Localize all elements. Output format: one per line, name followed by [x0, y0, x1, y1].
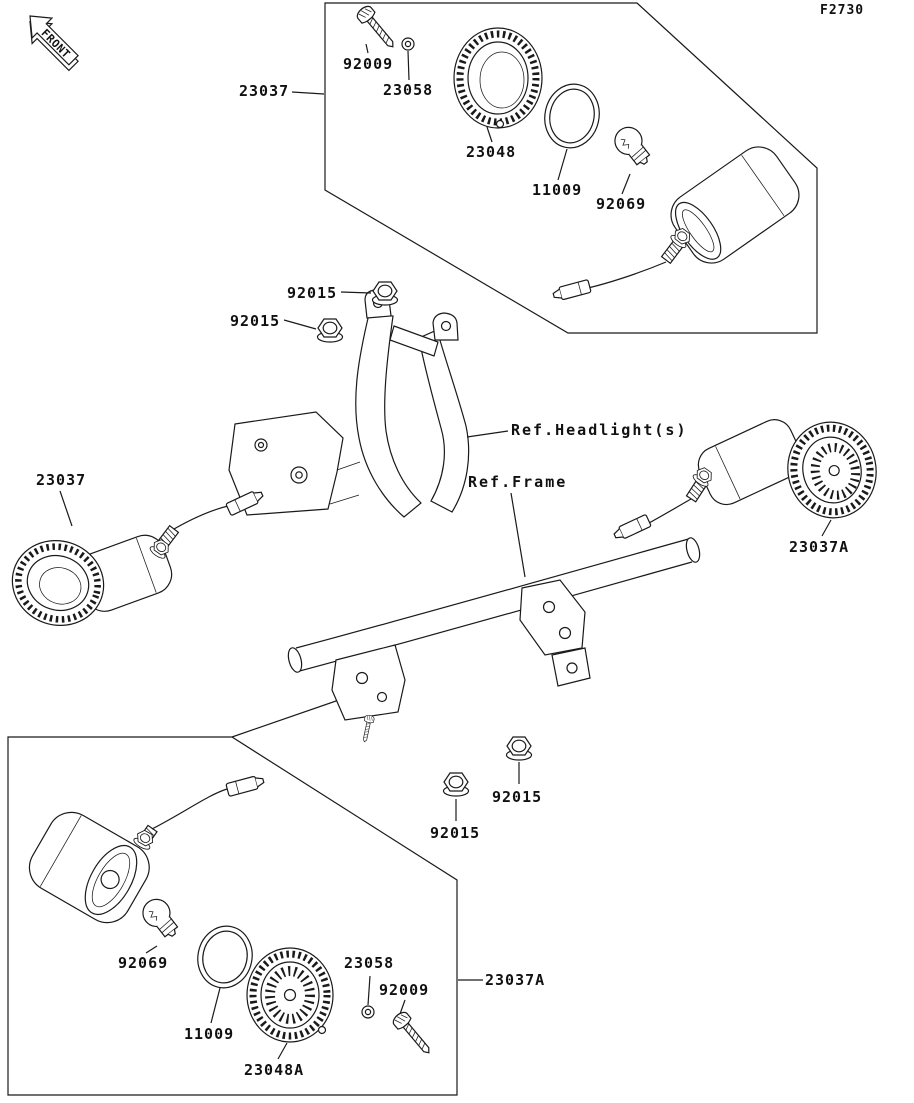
ref-label-frame: Ref.Frame — [468, 473, 568, 491]
part-label-23037a-right: 23037A — [789, 538, 850, 556]
part-label-92069-bottom: 92069 — [118, 954, 169, 972]
leader-right-signal — [821, 519, 832, 537]
leader-bottom-lens — [277, 1042, 288, 1060]
nut-92015-lower — [316, 318, 344, 343]
washer-23058-bottom — [361, 1005, 375, 1019]
leader-ref-headlight — [466, 430, 509, 438]
connector-right — [611, 513, 652, 543]
leader-bottom-bulb — [145, 945, 158, 954]
leader-top-bulb — [621, 173, 631, 195]
signal-body-bottom — [28, 773, 266, 924]
ref-label-headlight: Ref.Headlight(s) — [511, 421, 688, 439]
lens-23048 — [453, 27, 543, 129]
part-label-23048a: 23048A — [244, 1061, 305, 1079]
washer-23058-top — [401, 37, 415, 51]
part-label-23048: 23048 — [466, 143, 517, 161]
wire-top — [587, 261, 667, 289]
part-label-23037-left: 23037 — [36, 471, 87, 489]
leader-left-signal — [59, 490, 73, 527]
left-turn-signal — [11, 487, 266, 626]
part-label-92015-frame-lower: 92015 — [430, 824, 481, 842]
part-label-11009-bottom: 11009 — [184, 1025, 235, 1043]
nut-92015-upper — [371, 281, 399, 306]
frame — [287, 537, 701, 744]
part-label-23058-top: 23058 — [383, 81, 434, 99]
bulb-92069-bottom — [136, 893, 185, 944]
part-label-11009-top: 11009 — [532, 181, 583, 199]
part-label-92015-frame-upper: 92015 — [492, 788, 543, 806]
part-label-92015-lower: 92015 — [230, 312, 281, 330]
part-label-23037-top: 23037 — [239, 82, 290, 100]
part-label-92009-top: 92009 — [343, 55, 394, 73]
nut-92015-frame-lower — [442, 772, 470, 797]
bulb-92069-top — [608, 121, 657, 172]
leader-top-washer — [407, 50, 410, 81]
leader-top-screw — [365, 43, 369, 54]
figure-code: F2730 — [820, 3, 865, 18]
leader-top-box — [291, 91, 325, 95]
right-turn-signal — [611, 419, 877, 543]
frame-bolt — [359, 714, 376, 744]
signal-body-top — [551, 146, 800, 303]
gasket-11009-top — [544, 83, 600, 149]
leader-top-lens — [486, 126, 493, 143]
leader-ref-frame — [510, 492, 526, 578]
wire-right — [648, 498, 692, 524]
part-label-92015-upper: 92015 — [287, 284, 338, 302]
leader-lines — [59, 43, 832, 1060]
bottom-assembly-boundary — [7, 736, 458, 1096]
headlight-bracket — [228, 289, 470, 518]
nut-92015-frame-upper — [505, 736, 533, 761]
leader-nut-upper — [340, 291, 372, 294]
leader-nut-lower — [283, 319, 317, 330]
part-label-92069-top: 92069 — [596, 195, 647, 213]
gasket-11009-bottom — [197, 925, 253, 989]
connector-bottom — [225, 773, 266, 798]
top-assembly-boundary — [324, 2, 818, 334]
wire-left — [173, 505, 229, 530]
leader-bottom-washer — [367, 975, 371, 1006]
front-arrow: FRONT — [29, 15, 79, 72]
leader-top-gasket — [557, 148, 568, 181]
lens-23048a — [246, 947, 334, 1043]
part-label-92009-bottom: 92009 — [379, 981, 430, 999]
leader-bottom-screw — [399, 999, 406, 1015]
wire-bottom — [151, 788, 228, 830]
part-label-23037a-bottom: 23037A — [485, 971, 546, 989]
screw-92009-top — [354, 3, 400, 53]
leader-bottom-gasket — [210, 987, 221, 1024]
part-label-23058-bottom: 23058 — [344, 954, 395, 972]
connector-top — [551, 278, 592, 303]
screw-92009-bottom — [390, 1009, 436, 1059]
